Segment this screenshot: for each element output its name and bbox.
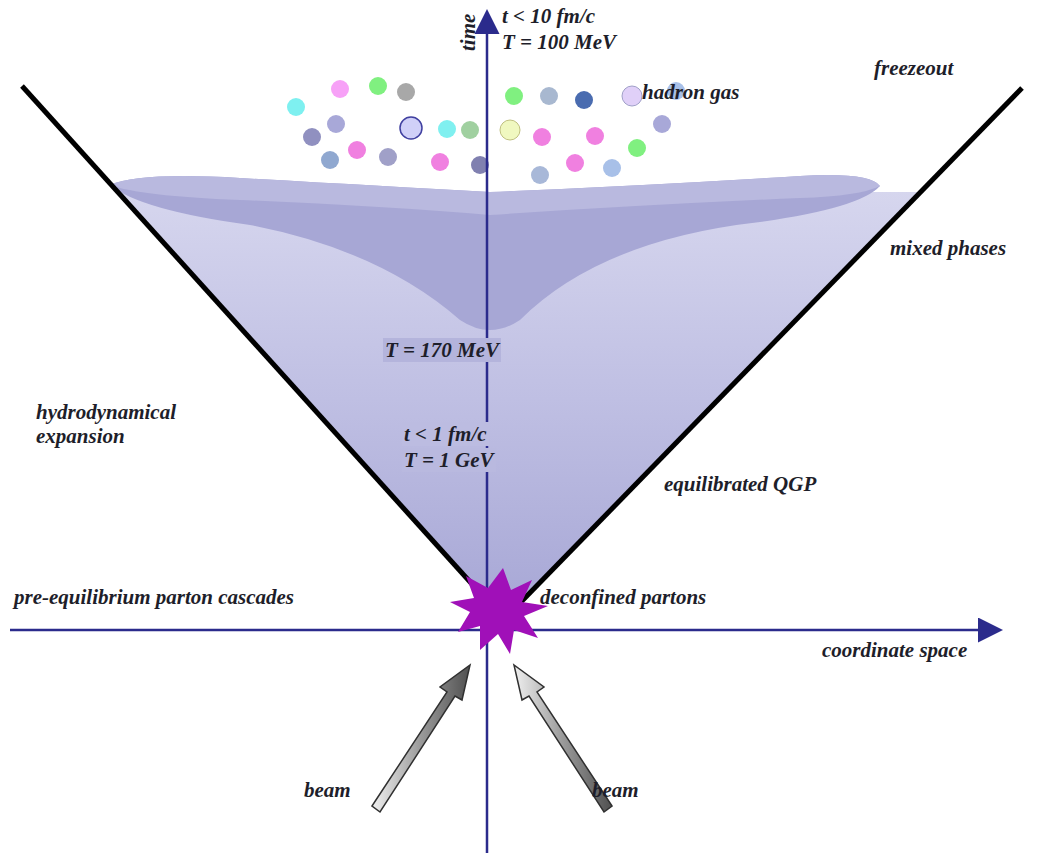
axis-title: coordinate space [820,638,969,662]
phase-label: mixed phases [888,236,1008,260]
temperature-label: T = 1 GeV [402,448,496,472]
axis-title: time [456,12,480,53]
beam-arrow [372,665,612,812]
mixed-phase-band-top [110,175,880,215]
beam-label: beam [302,778,353,802]
phase-label: equilibrated QGP [662,472,818,496]
phase-label: deconfined partons [538,585,708,609]
phase-label: pre-equilibrium parton cascades [12,585,296,609]
mixed-phase-band [110,175,880,330]
light-cone-line [520,88,1022,603]
time-label: t < 1 fm/c [402,422,489,446]
beam-label: beam [590,778,641,802]
collision-star [450,568,548,654]
time-label: t < 10 fm/c [500,4,597,28]
phase-label: hydrodynamical expansion [34,400,248,448]
phase-label: hadron gas [640,80,741,104]
temperature-label: T = 170 MeV [383,338,501,362]
temperature-label: T = 100 MeV [500,30,618,54]
phase-label: freezeout [872,56,955,80]
